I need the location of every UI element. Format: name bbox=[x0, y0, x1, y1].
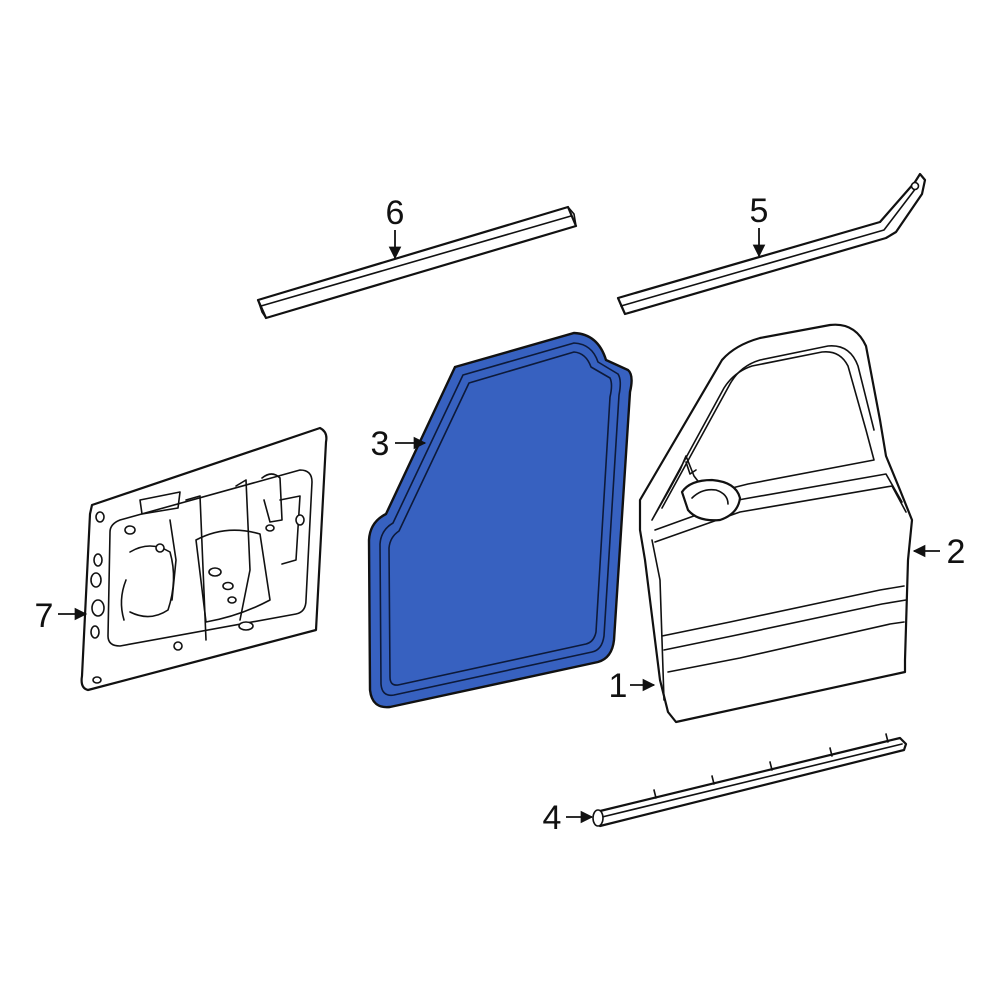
callout-4-label: 4 bbox=[543, 799, 562, 837]
callout-1-label: 1 bbox=[609, 667, 628, 705]
callout-6: 6 bbox=[386, 194, 405, 260]
part-5-outer-weatherstrip[interactable] bbox=[616, 172, 927, 316]
part-4-rocker-molding[interactable] bbox=[592, 733, 908, 828]
part-3-door-weatherstrip[interactable] bbox=[367, 331, 633, 709]
callout-1: 1 bbox=[609, 667, 656, 705]
weatherstrip-fill bbox=[367, 331, 633, 709]
callout-6-label: 6 bbox=[386, 194, 405, 232]
callout-4: 4 bbox=[543, 799, 594, 837]
callout-2: 2 bbox=[912, 533, 966, 571]
part-7-inner-panel[interactable] bbox=[80, 426, 328, 692]
part-1-door-shell[interactable] bbox=[638, 323, 914, 724]
callout-7-label: 7 bbox=[35, 597, 54, 635]
callout-5-label: 5 bbox=[750, 192, 769, 230]
callout-5: 5 bbox=[750, 192, 769, 258]
part-6-belt-molding[interactable] bbox=[256, 205, 578, 320]
callout-3-label: 3 bbox=[371, 425, 390, 463]
callout-7: 7 bbox=[35, 597, 88, 635]
callout-3: 3 bbox=[371, 425, 427, 463]
callout-2-label: 2 bbox=[947, 533, 966, 571]
